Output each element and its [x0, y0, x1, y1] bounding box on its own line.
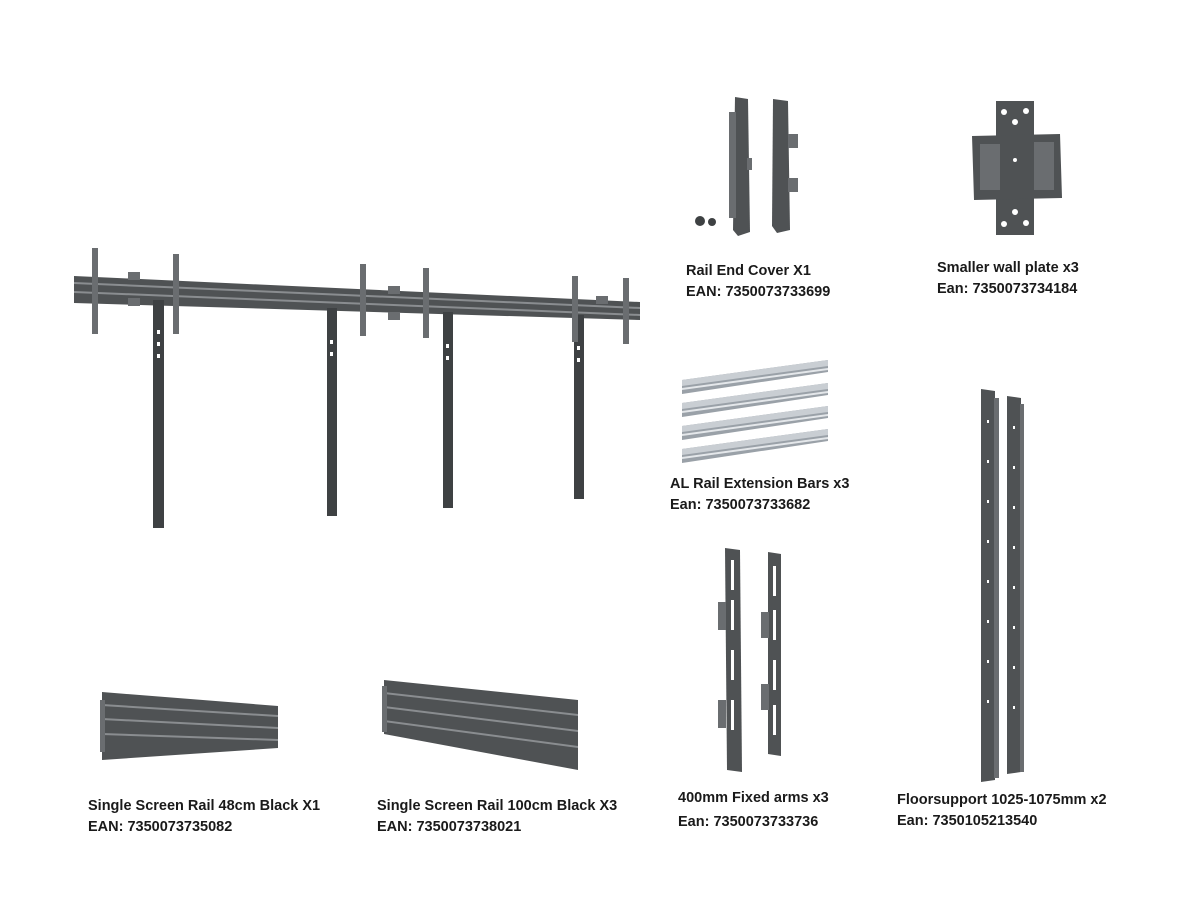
floorsupport-label: Floorsupport 1025-1075mm x2 Ean: 7350105…	[897, 790, 1107, 832]
smaller-wall-plate-image	[972, 101, 1062, 235]
product-code: Ean: 7350073733736	[678, 814, 819, 830]
floorsupport-image	[981, 389, 1024, 782]
smaller-wall-plate-label: Smaller wall plate x3 Ean: 7350073734184	[937, 258, 1079, 300]
single-screen-rail-48-image	[100, 692, 278, 760]
product-name: Rail End Cover X1	[686, 263, 811, 279]
product-name: Single Screen Rail 48cm Black X1	[88, 798, 321, 814]
single-screen-rail-100-label: Single Screen Rail 100cm Black X3 EAN: 7…	[377, 796, 617, 838]
product-name: Smaller wall plate x3	[937, 260, 1079, 276]
product-code: Ean: 7350073734184	[937, 281, 1078, 297]
product-name: AL Rail Extension Bars x3	[670, 476, 850, 492]
product-name: Floorsupport 1025-1075mm x2	[897, 792, 1107, 808]
assembled-system-image	[74, 248, 640, 528]
fixed-arms-400-label: 400mm Fixed arms x3 Ean: 7350073733736	[678, 788, 829, 833]
single-screen-rail-100-image	[382, 680, 578, 770]
product-code: Ean: 7350105213540	[897, 813, 1038, 829]
product-code: Ean: 7350073733682	[670, 497, 811, 513]
product-name: Single Screen Rail 100cm Black X3	[377, 798, 618, 814]
al-rail-extension-bars-label: AL Rail Extension Bars x3 Ean: 735007373…	[670, 474, 849, 516]
fixed-arms-400-image	[718, 548, 781, 772]
single-screen-rail-48-label: Single Screen Rail 48cm Black X1 EAN: 73…	[88, 796, 320, 838]
product-code: EAN: 7350073735082	[88, 819, 233, 835]
product-name: 400mm Fixed arms x3	[678, 790, 829, 806]
product-code: EAN: 7350073738021	[377, 819, 522, 835]
al-rail-extension-bars-image	[682, 360, 828, 463]
rail-end-cover-label: Rail End Cover X1 EAN: 7350073733699	[686, 261, 830, 303]
product-code: EAN: 7350073733699	[686, 284, 831, 300]
rail-end-cover-image	[695, 97, 798, 236]
